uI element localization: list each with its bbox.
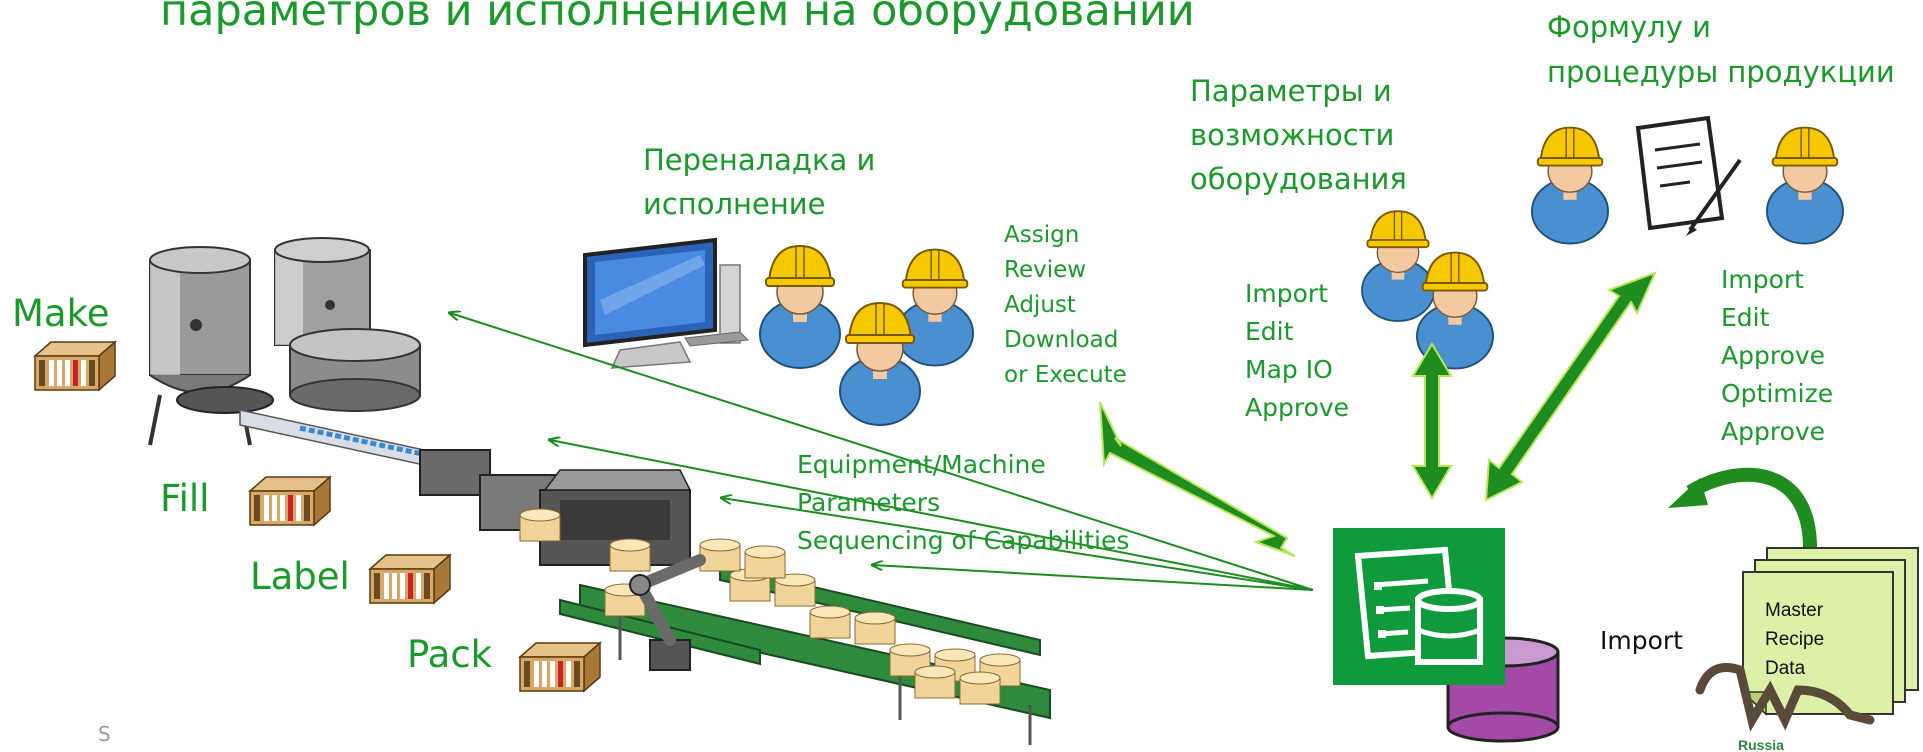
exchange-arrows xyxy=(1099,271,1657,557)
master-recipe-label: Master Recipe Data xyxy=(1765,596,1824,683)
machine-info-line: Sequencing of Capabilities xyxy=(797,526,1130,555)
equipment-action: Map IO xyxy=(1245,355,1333,384)
module-make xyxy=(34,341,116,391)
execution-action: Assign xyxy=(1004,222,1080,248)
stage-make-label: Make xyxy=(12,292,110,335)
role-equipment-line-2: возможности xyxy=(1190,118,1395,152)
formula-team-icon xyxy=(1531,115,1844,245)
execution-action: Adjust xyxy=(1004,292,1076,318)
tank-left xyxy=(148,246,252,446)
execution-actions: Assign Review Adjust Download or Execute xyxy=(1004,218,1127,393)
double-arrow-equipment xyxy=(1411,342,1453,500)
role-changeover: Переналадка и исполнение xyxy=(643,138,875,226)
module-pack xyxy=(519,642,601,692)
import-label: Import xyxy=(1600,626,1683,655)
machine-info-line: Equipment/Machine xyxy=(797,450,1046,479)
label-machine xyxy=(419,449,692,572)
module-fill xyxy=(249,476,331,526)
formula-action: Edit xyxy=(1721,303,1770,332)
machine-info-line: Parameters xyxy=(797,488,941,517)
role-formula-line-1: Формулу и xyxy=(1547,10,1711,44)
stage-fill-label: Fill xyxy=(160,477,210,520)
import-curve-arrow xyxy=(1686,467,1818,553)
equipment-action: Import xyxy=(1245,279,1328,308)
role-equipment-line-1: Параметры и xyxy=(1190,74,1392,108)
execution-action: Download xyxy=(1004,327,1119,353)
role-formula: Формулу и процедуры продукции xyxy=(1547,5,1895,95)
equipment-action: Edit xyxy=(1245,317,1294,346)
import-arrowhead xyxy=(1668,478,1708,508)
role-formula-line-2: процедуры продукции xyxy=(1547,55,1895,89)
double-arrow-execution xyxy=(1099,401,1296,557)
wonderware-logo: Russia xyxy=(1695,663,1875,752)
rotary-filler xyxy=(176,328,421,414)
formula-action: Import xyxy=(1721,265,1804,294)
logo-text: Russia xyxy=(1738,737,1784,752)
formula-action: Optimize xyxy=(1721,379,1834,408)
equipment-team-icon xyxy=(1361,210,1494,370)
role-changeover-line-1: Переналадка и xyxy=(643,143,876,177)
formula-action: Approve xyxy=(1721,417,1826,446)
page-title: параметров и исполнением на оборудовании xyxy=(160,0,1195,36)
production-line-illustration xyxy=(148,237,1051,745)
master-recipe-line: Data xyxy=(1765,658,1806,679)
double-arrow-formula xyxy=(1484,271,1657,502)
stage-label-label: Label xyxy=(250,555,350,598)
data-flow-arrows xyxy=(450,313,1314,591)
execution-action: or Execute xyxy=(1004,362,1127,388)
execution-team-icon xyxy=(759,245,974,426)
role-changeover-line-2: исполнение xyxy=(643,187,826,221)
tank-right xyxy=(274,237,371,346)
master-recipe-line: Recipe xyxy=(1765,629,1825,650)
machine-info-text: Equipment/Machine Parameters Sequencing … xyxy=(797,446,1129,560)
equipment-action: Approve xyxy=(1245,393,1350,422)
pack-conveyor xyxy=(559,538,1051,745)
formula-actions: Import Edit Approve Optimize Approve xyxy=(1721,261,1833,451)
execution-action: Review xyxy=(1004,257,1087,283)
robot-arm xyxy=(629,554,706,671)
computer-monitor-icon xyxy=(583,237,750,369)
footer-text: S xyxy=(98,722,111,746)
document-pen-icon xyxy=(1635,115,1742,236)
master-recipe-line: Master xyxy=(1765,600,1824,621)
stage-pack-label: Pack xyxy=(407,633,493,676)
recipe-app-icon xyxy=(1333,528,1505,685)
formula-action: Approve xyxy=(1721,341,1826,370)
equipment-actions: Import Edit Map IO Approve xyxy=(1245,275,1349,427)
master-recipe-documents xyxy=(1741,547,1919,716)
role-equipment: Параметры и возможности оборудования xyxy=(1190,69,1407,201)
module-label xyxy=(369,554,451,604)
role-equipment-line-3: оборудования xyxy=(1190,162,1407,196)
